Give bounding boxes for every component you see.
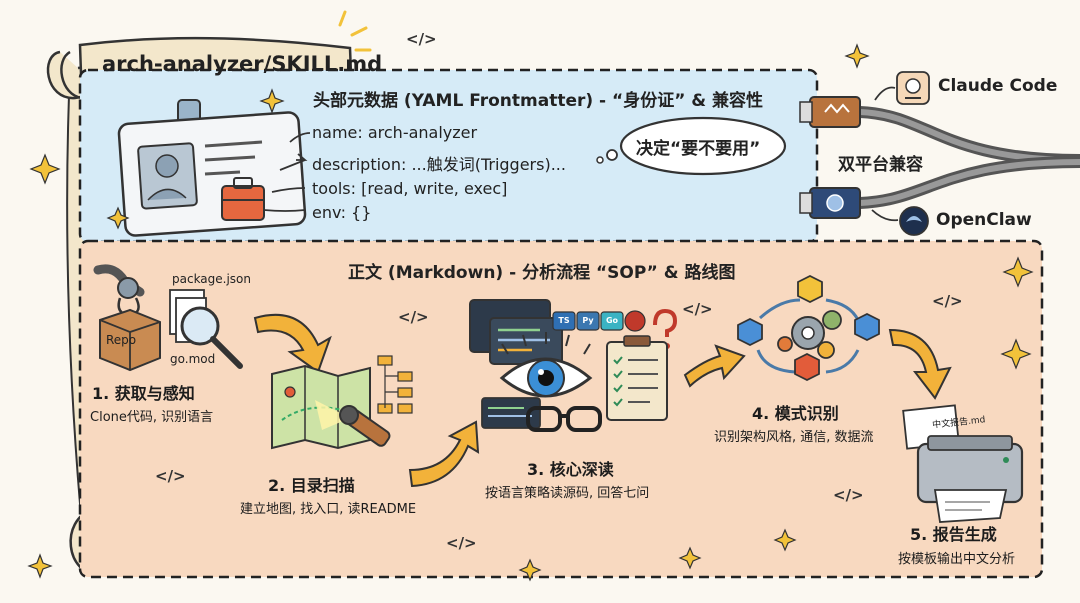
- step4-desc: 识别架构风格, 通信, 数据流: [714, 426, 874, 445]
- decision-bubble-text: 决定“要不要用”: [636, 134, 760, 159]
- step3-title: 3. 核心深读: [527, 456, 614, 480]
- field-name: name: arch-analyzer: [312, 123, 477, 142]
- field-tools: tools: [read, write, exec]: [312, 179, 507, 198]
- step5-title: 5. 报告生成: [910, 521, 997, 545]
- lang-badge-go: Go: [601, 316, 623, 325]
- lang-badge-py: Py: [577, 316, 599, 325]
- code-mark: </>: [833, 486, 864, 504]
- openclaw-icon: [900, 207, 928, 235]
- step4-title: 4. 模式识别: [752, 400, 839, 424]
- package-json-label: package.json: [172, 272, 251, 286]
- openclaw-plug: [800, 188, 860, 218]
- openclaw-pointer: [872, 210, 898, 220]
- go-mod-label: go.mod: [170, 352, 215, 366]
- claude-plug: [800, 97, 860, 127]
- markdown-body-panel: [80, 241, 1042, 577]
- sun-rays-decoration: [340, 12, 370, 50]
- claude-code-icon: [897, 72, 929, 104]
- step5-desc: 按模板输出中文分析: [898, 548, 1015, 567]
- code-mark: </>: [446, 534, 477, 552]
- platform-openclaw: OpenClaw: [936, 210, 1032, 230]
- step1-desc: Clone代码, 识别语言: [90, 406, 213, 425]
- field-env: env: {}: [312, 203, 371, 222]
- code-mark: </>: [406, 30, 437, 48]
- compat-label: 双平台兼容: [838, 150, 923, 175]
- code-mark: </>: [398, 308, 429, 326]
- code-mark: </>: [155, 467, 186, 485]
- code-mark: </>: [682, 300, 713, 318]
- repo-box-label: Repo: [106, 333, 136, 347]
- step2-desc: 建立地图, 找入口, 读README: [240, 498, 416, 517]
- skill-file-title: arch-analyzer/SKILL.md: [102, 52, 382, 76]
- step2-title: 2. 目录扫描: [268, 472, 355, 496]
- lang-badge-ts: TS: [553, 316, 575, 325]
- claude-pointer: [875, 88, 895, 101]
- field-description: description: ...触发词(Triggers)...: [312, 151, 566, 175]
- code-mark: </>: [932, 292, 963, 310]
- body-header: 正文 (Markdown) - 分析流程 “SOP” & 路线图: [348, 258, 735, 283]
- step1-title: 1. 获取与感知: [92, 380, 195, 404]
- platform-claude-code: Claude Code: [938, 76, 1057, 96]
- step3-desc: 按语言策略读源码, 回答七问: [485, 482, 649, 501]
- frontmatter-header: 头部元数据 (YAML Frontmatter) - “身份证” & 兼容性: [313, 86, 763, 111]
